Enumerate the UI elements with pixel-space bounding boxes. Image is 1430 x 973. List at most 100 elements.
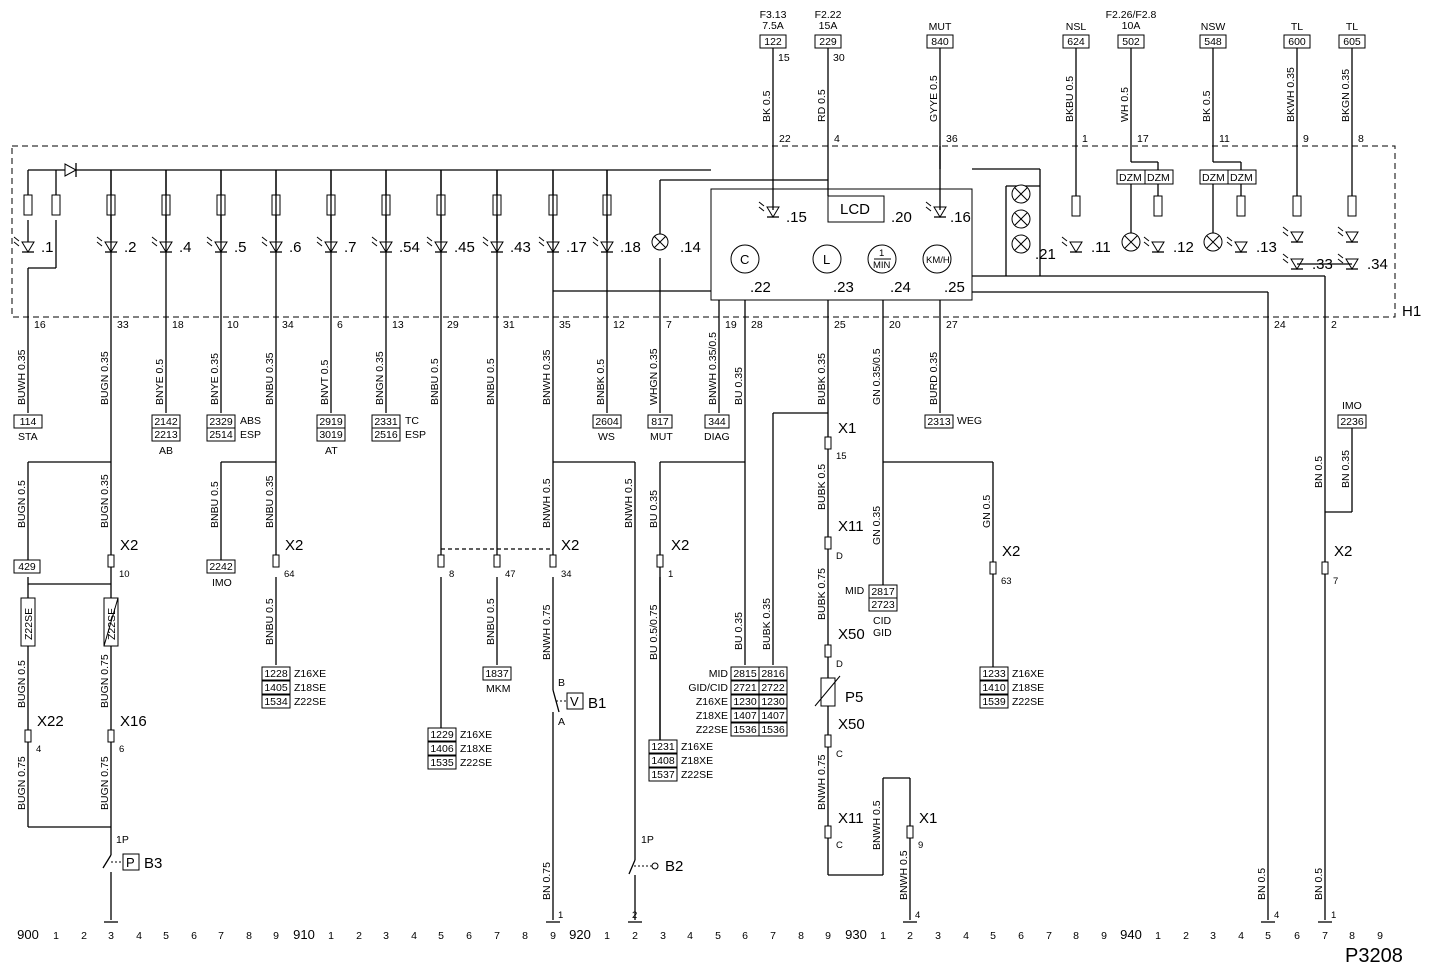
ref-box [758, 694, 788, 709]
scale-number: 2 [81, 930, 87, 942]
diode-icon [64, 163, 78, 177]
wire-label: BUGN 0.75 [99, 654, 111, 708]
cluster-pin: 4 [834, 133, 840, 145]
wire-label: BURD 0.35 [928, 352, 940, 405]
scale-number: 3 [108, 930, 114, 942]
cluster-pin: 34 [282, 319, 294, 331]
led-icon [151, 236, 173, 253]
cluster-pin: 11 [1219, 133, 1230, 145]
ref-label: ESP [405, 429, 426, 441]
scale-number: 900 [17, 927, 39, 942]
led-icon [426, 236, 448, 253]
wire-label: BNBU 0.35 [264, 352, 276, 405]
components: Z22SE Z22SE P B3 1P V B1 B A B2 1P P5 [20, 597, 863, 875]
lamp-label: .34 [1367, 256, 1388, 273]
wire-label: GN 0.5 [981, 495, 993, 528]
ref-label: MID [845, 585, 865, 597]
lamp-label: .1 [41, 239, 54, 256]
wire-label: BU 0.35 [733, 367, 745, 405]
connector-pin-icon [989, 561, 997, 575]
wire-label: GN 0.35 [871, 506, 883, 545]
feed-label: F3.13 [760, 9, 787, 21]
cluster-pin: 20 [889, 319, 901, 331]
ref-number: 605 [1343, 36, 1361, 48]
ref-box [648, 739, 678, 754]
scale-number: 910 [293, 927, 315, 942]
connector-label: X2 [1334, 543, 1352, 560]
gauge-pin: .22 [750, 279, 771, 296]
wire-label: BUBK 0.5 [816, 464, 828, 510]
scale-number: 2 [632, 930, 638, 942]
connector-pin-icon [824, 536, 832, 550]
scale-number: 5 [715, 930, 721, 942]
wire-label: BNBU 0.5 [429, 358, 441, 405]
gauge-symbol: KM/H [926, 255, 950, 266]
ref-number: 840 [931, 36, 949, 48]
ref-label: Z18SE [294, 682, 326, 694]
scale-number: 3 [383, 930, 389, 942]
connector-label: X2 [671, 537, 689, 554]
ref-number: 2817 [871, 586, 895, 598]
wire-label: BNBU 0.5 [264, 598, 276, 645]
led-icon [482, 236, 504, 253]
connector-label: X50 [838, 716, 865, 733]
feed-label: TL [1346, 21, 1358, 33]
cluster-pin: 16 [34, 319, 46, 331]
svg-text:4: 4 [1274, 910, 1279, 921]
wire-label: BNWH 0.5 [871, 800, 883, 850]
scale-number: 3 [935, 930, 941, 942]
pin-number: 63 [1001, 576, 1012, 587]
lamp-label: .12 [1173, 239, 1194, 256]
ref-number: 2816 [761, 668, 785, 680]
ref-box [261, 666, 291, 681]
pin-number: 7 [1333, 576, 1338, 587]
ref-number: 1536 [761, 724, 785, 736]
connector-pin-icon [272, 554, 280, 568]
ref-label: Z18SE [1012, 682, 1044, 694]
pin-number: D [836, 659, 843, 670]
ref-box [648, 767, 678, 782]
led-icon [1061, 236, 1083, 253]
ref-label: IMO [212, 577, 232, 589]
wire-label: BNBU 0.5 [485, 598, 497, 645]
wire-label: BNWH 0.75 [541, 604, 553, 660]
ref-label: Z22SE [294, 696, 326, 708]
gauge-symbol-bottom: MIN [873, 260, 891, 271]
cluster-pin: 7 [666, 319, 672, 331]
resistor-icon [1153, 195, 1163, 217]
connector-label: X2 [285, 537, 303, 554]
ref-number: 1539 [982, 696, 1006, 708]
ref-box [758, 722, 788, 737]
ref-label: MUT [650, 431, 673, 443]
ref-box [979, 666, 1009, 681]
ref-number: 1407 [761, 710, 785, 722]
ref-number: 2213 [154, 429, 178, 441]
ref-label: Z18XE [460, 743, 492, 755]
svg-text:DZM: DZM [1119, 172, 1142, 184]
lamp-label: .7 [344, 239, 357, 256]
cluster-boundary [11, 145, 1396, 318]
cluster-pin: 2 [1331, 319, 1337, 331]
connector-pin-icon [906, 825, 914, 839]
ref-box [924, 414, 954, 429]
ref-number: 114 [20, 416, 37, 428]
cluster-pin: 9 [1303, 133, 1309, 145]
ref-number: 2722 [761, 682, 785, 694]
cluster-pin: 19 [725, 319, 737, 331]
svg-text:2: 2 [632, 910, 637, 921]
led-icon [13, 236, 35, 253]
lcd-label: LCD [840, 201, 870, 218]
ref-number: 1406 [430, 743, 454, 755]
scale-number: 2 [907, 930, 913, 942]
connector-pin-icon [824, 825, 832, 839]
scale-number: 6 [1018, 930, 1024, 942]
svg-text:B3: B3 [144, 855, 162, 872]
scale-number: 1 [328, 930, 334, 942]
ref-number: 2331 [374, 416, 398, 428]
cluster-pin: 17 [1137, 133, 1149, 145]
ref-label: GID [873, 627, 892, 639]
connector-pin-icon [24, 729, 32, 743]
scale-number: 1 [880, 930, 886, 942]
feed-label: 7.5A [762, 20, 784, 32]
svg-text:1P: 1P [641, 834, 654, 846]
